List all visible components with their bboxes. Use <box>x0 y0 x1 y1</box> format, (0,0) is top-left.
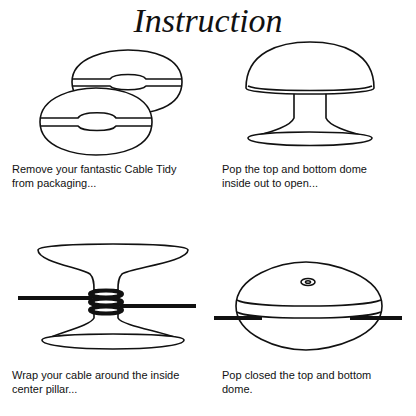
open-cable-tidy <box>246 42 374 146</box>
closed-cable-tidy-with-cable <box>214 262 402 350</box>
instruction-caption: Pop the top and bottom dome inside out t… <box>222 162 392 190</box>
instruction-caption: Pop closed the top and bottom dome. <box>222 368 392 396</box>
instruction-caption: Remove your fantastic Cable Tidy from pa… <box>12 162 182 190</box>
closed-cable-tidy <box>40 88 152 155</box>
cable-wrapped-pillar <box>18 244 196 349</box>
page-title: Instruction <box>0 2 416 40</box>
instruction-caption: Wrap your cable around the inside center… <box>12 368 182 396</box>
